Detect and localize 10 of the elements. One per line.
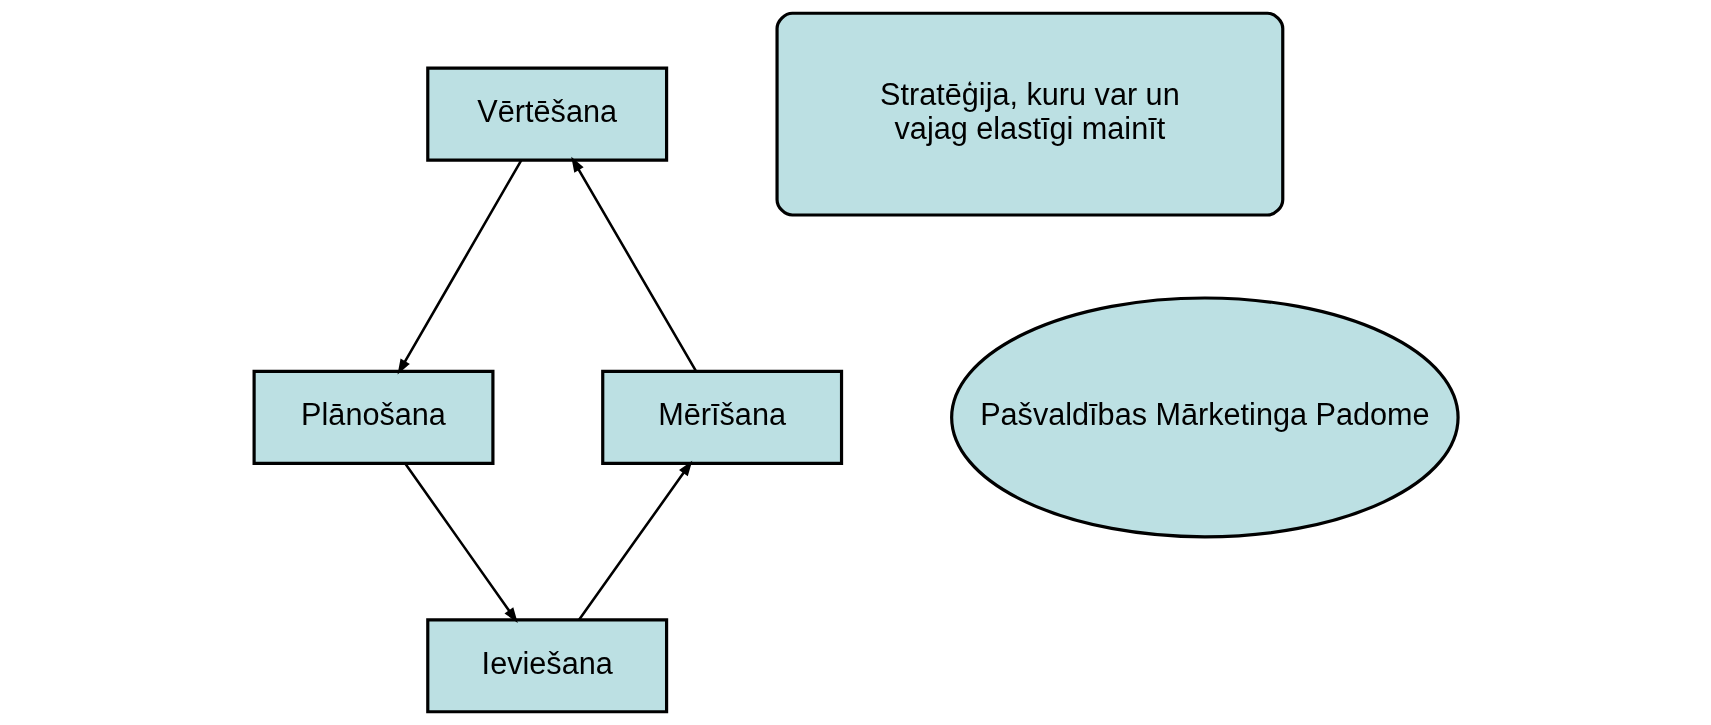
node-box: Plānošana	[252, 369, 494, 465]
arrow	[577, 460, 692, 621]
node-ellipse: Pašvaldības Mārketinga Padome	[949, 296, 1460, 539]
node-box: Vērtēšana	[425, 66, 668, 162]
arrow	[403, 463, 518, 623]
node-box: Mērīšana	[600, 369, 843, 465]
arrow	[570, 156, 697, 372]
node-box: Ieviešana	[425, 618, 668, 714]
arrow	[397, 159, 522, 375]
node-box: Stratēģija, kuru var un vajag elastīgi mainīt	[774, 11, 1284, 217]
